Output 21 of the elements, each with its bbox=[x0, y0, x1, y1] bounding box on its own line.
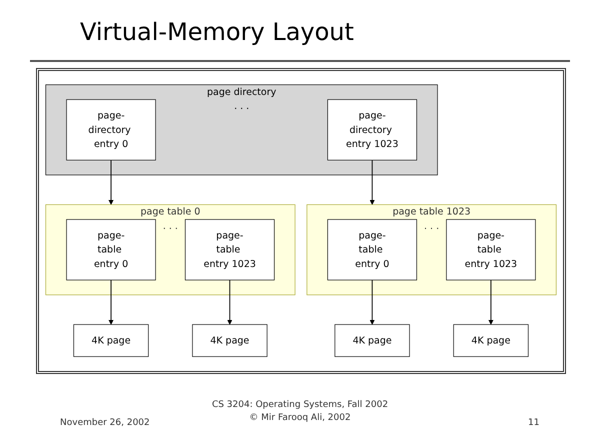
arrow bbox=[108, 280, 114, 326]
node-box: page-table entry 1023 bbox=[184, 220, 275, 281]
footer-copyright: © Mir Farooq Ali, 2002 bbox=[248, 413, 352, 423]
footer-date: November 26, 2002 bbox=[60, 418, 150, 428]
page-number: 11 bbox=[528, 418, 540, 428]
node-box: page-table entry 0 bbox=[66, 220, 156, 281]
footer-course: CS 3204: Operating Systems, Fall 2002 bbox=[210, 400, 390, 410]
node-box: 4K page bbox=[453, 324, 529, 358]
arrow bbox=[370, 280, 375, 326]
arrow bbox=[370, 160, 375, 206]
arrow bbox=[488, 280, 494, 326]
arrow bbox=[227, 280, 232, 326]
node-box: page-directory entry 0 bbox=[66, 100, 156, 161]
node-box: page-table entry 1023 bbox=[446, 220, 536, 281]
node-box: 4K page bbox=[73, 324, 149, 358]
node-box: 4K page bbox=[192, 324, 268, 358]
node-box: 4K page bbox=[334, 324, 410, 358]
slide-title: Virtual-Memory Layout bbox=[80, 18, 354, 46]
node-box: page-directory entry 1023 bbox=[327, 100, 418, 161]
node-box: page-table entry 0 bbox=[327, 220, 418, 281]
arrow bbox=[108, 160, 114, 206]
